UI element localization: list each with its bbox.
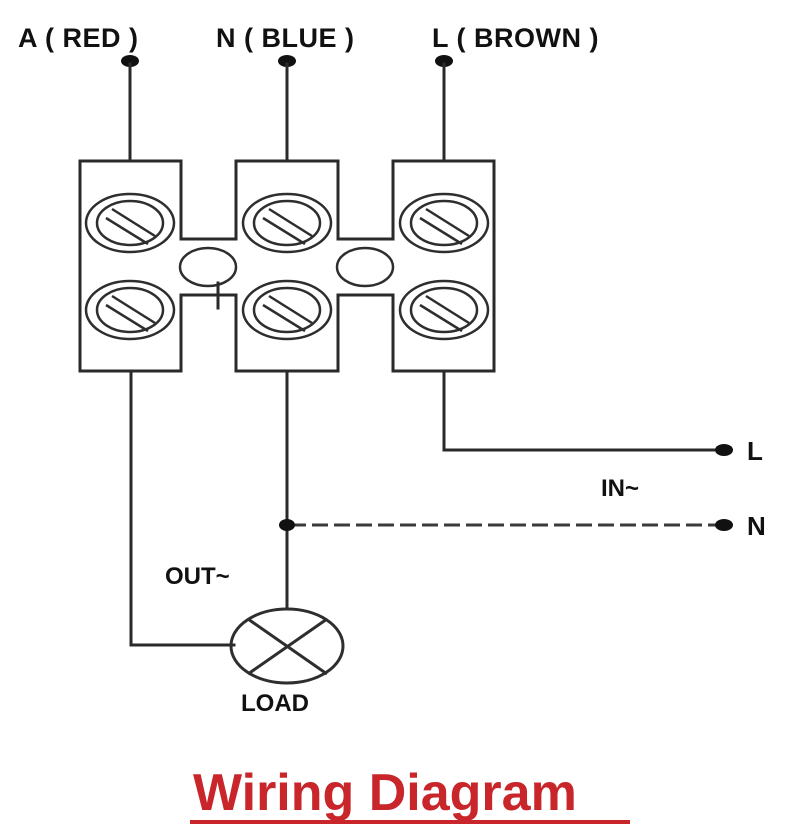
screw-n-top — [241, 192, 333, 254]
terminal-block-strip — [78, 159, 496, 373]
terminal-label-l-brown: L ( BROWN ) — [432, 23, 599, 53]
bridge-hole-2 — [335, 246, 395, 288]
screw-a-top — [84, 192, 176, 254]
bridge-hole-1 — [178, 246, 238, 288]
input-l-dot — [715, 444, 733, 456]
input-l-label: L — [747, 436, 763, 466]
screw-l-bottom — [398, 279, 490, 341]
load-label: LOAD — [241, 690, 309, 717]
screw-a-bottom — [84, 279, 176, 341]
input-caption: IN~ — [601, 475, 639, 502]
input-n-label: N — [747, 511, 766, 541]
terminal-label-n-blue: N ( BLUE ) — [216, 23, 354, 53]
input-n-dot — [715, 519, 733, 531]
wire-l-to-input — [442, 369, 724, 452]
terminal-a-dot — [121, 55, 139, 67]
terminal-label-a-red: A ( RED ) — [18, 23, 139, 53]
diagram-title: Wiring Diagram — [193, 764, 577, 822]
neutral-junction-dot — [279, 519, 295, 531]
terminal-n-dot — [278, 55, 296, 67]
screw-n-bottom — [241, 279, 333, 341]
output-caption: OUT~ — [165, 563, 230, 590]
terminal-l-dot — [435, 55, 453, 67]
wire-a-to-load — [129, 369, 236, 647]
load-lamp-icon — [229, 607, 345, 685]
screw-l-top — [398, 192, 490, 254]
